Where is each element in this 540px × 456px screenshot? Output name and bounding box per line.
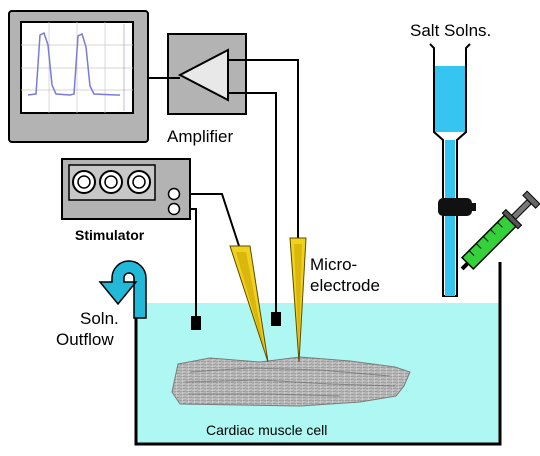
stimulator-label: Stimulator [75,227,145,243]
knob-icon [72,170,151,194]
reference-wire [228,92,277,314]
cardiac-muscle-cell [171,356,411,407]
reference-electrode [271,312,281,326]
u-turn-arrow-icon [98,260,147,319]
action-potential-trace [27,31,120,96]
amplifier-triangle-icon [177,48,229,102]
stimulus-wire [180,193,240,247]
cell-label: Cardiac muscle cell [206,422,327,438]
output-terminal [167,187,181,201]
microelectrode-label-2: electrode [310,276,380,295]
bath-container [134,262,502,446]
stopcock-icon [438,198,476,216]
ground-wire [180,208,197,318]
wires [148,59,299,318]
stimulator [61,158,191,220]
recording-microelectrode [289,237,307,363]
microelectrode-label-1: Micro- [310,255,357,274]
burette [429,43,471,297]
recording-wire [228,59,299,238]
syringe-icon [460,190,540,271]
amplifier-label: Amplifier [167,127,233,146]
outflow-label-1: Soln. [80,309,119,328]
amplifier [167,33,247,115]
salt-solutions-label: Salt Solns. [410,21,491,40]
stimulating-electrode [229,245,269,363]
output-terminal [167,202,181,216]
oscilloscope [8,10,149,143]
outflow-label-2: Outflow [56,330,114,349]
ground-electrode [191,316,201,330]
